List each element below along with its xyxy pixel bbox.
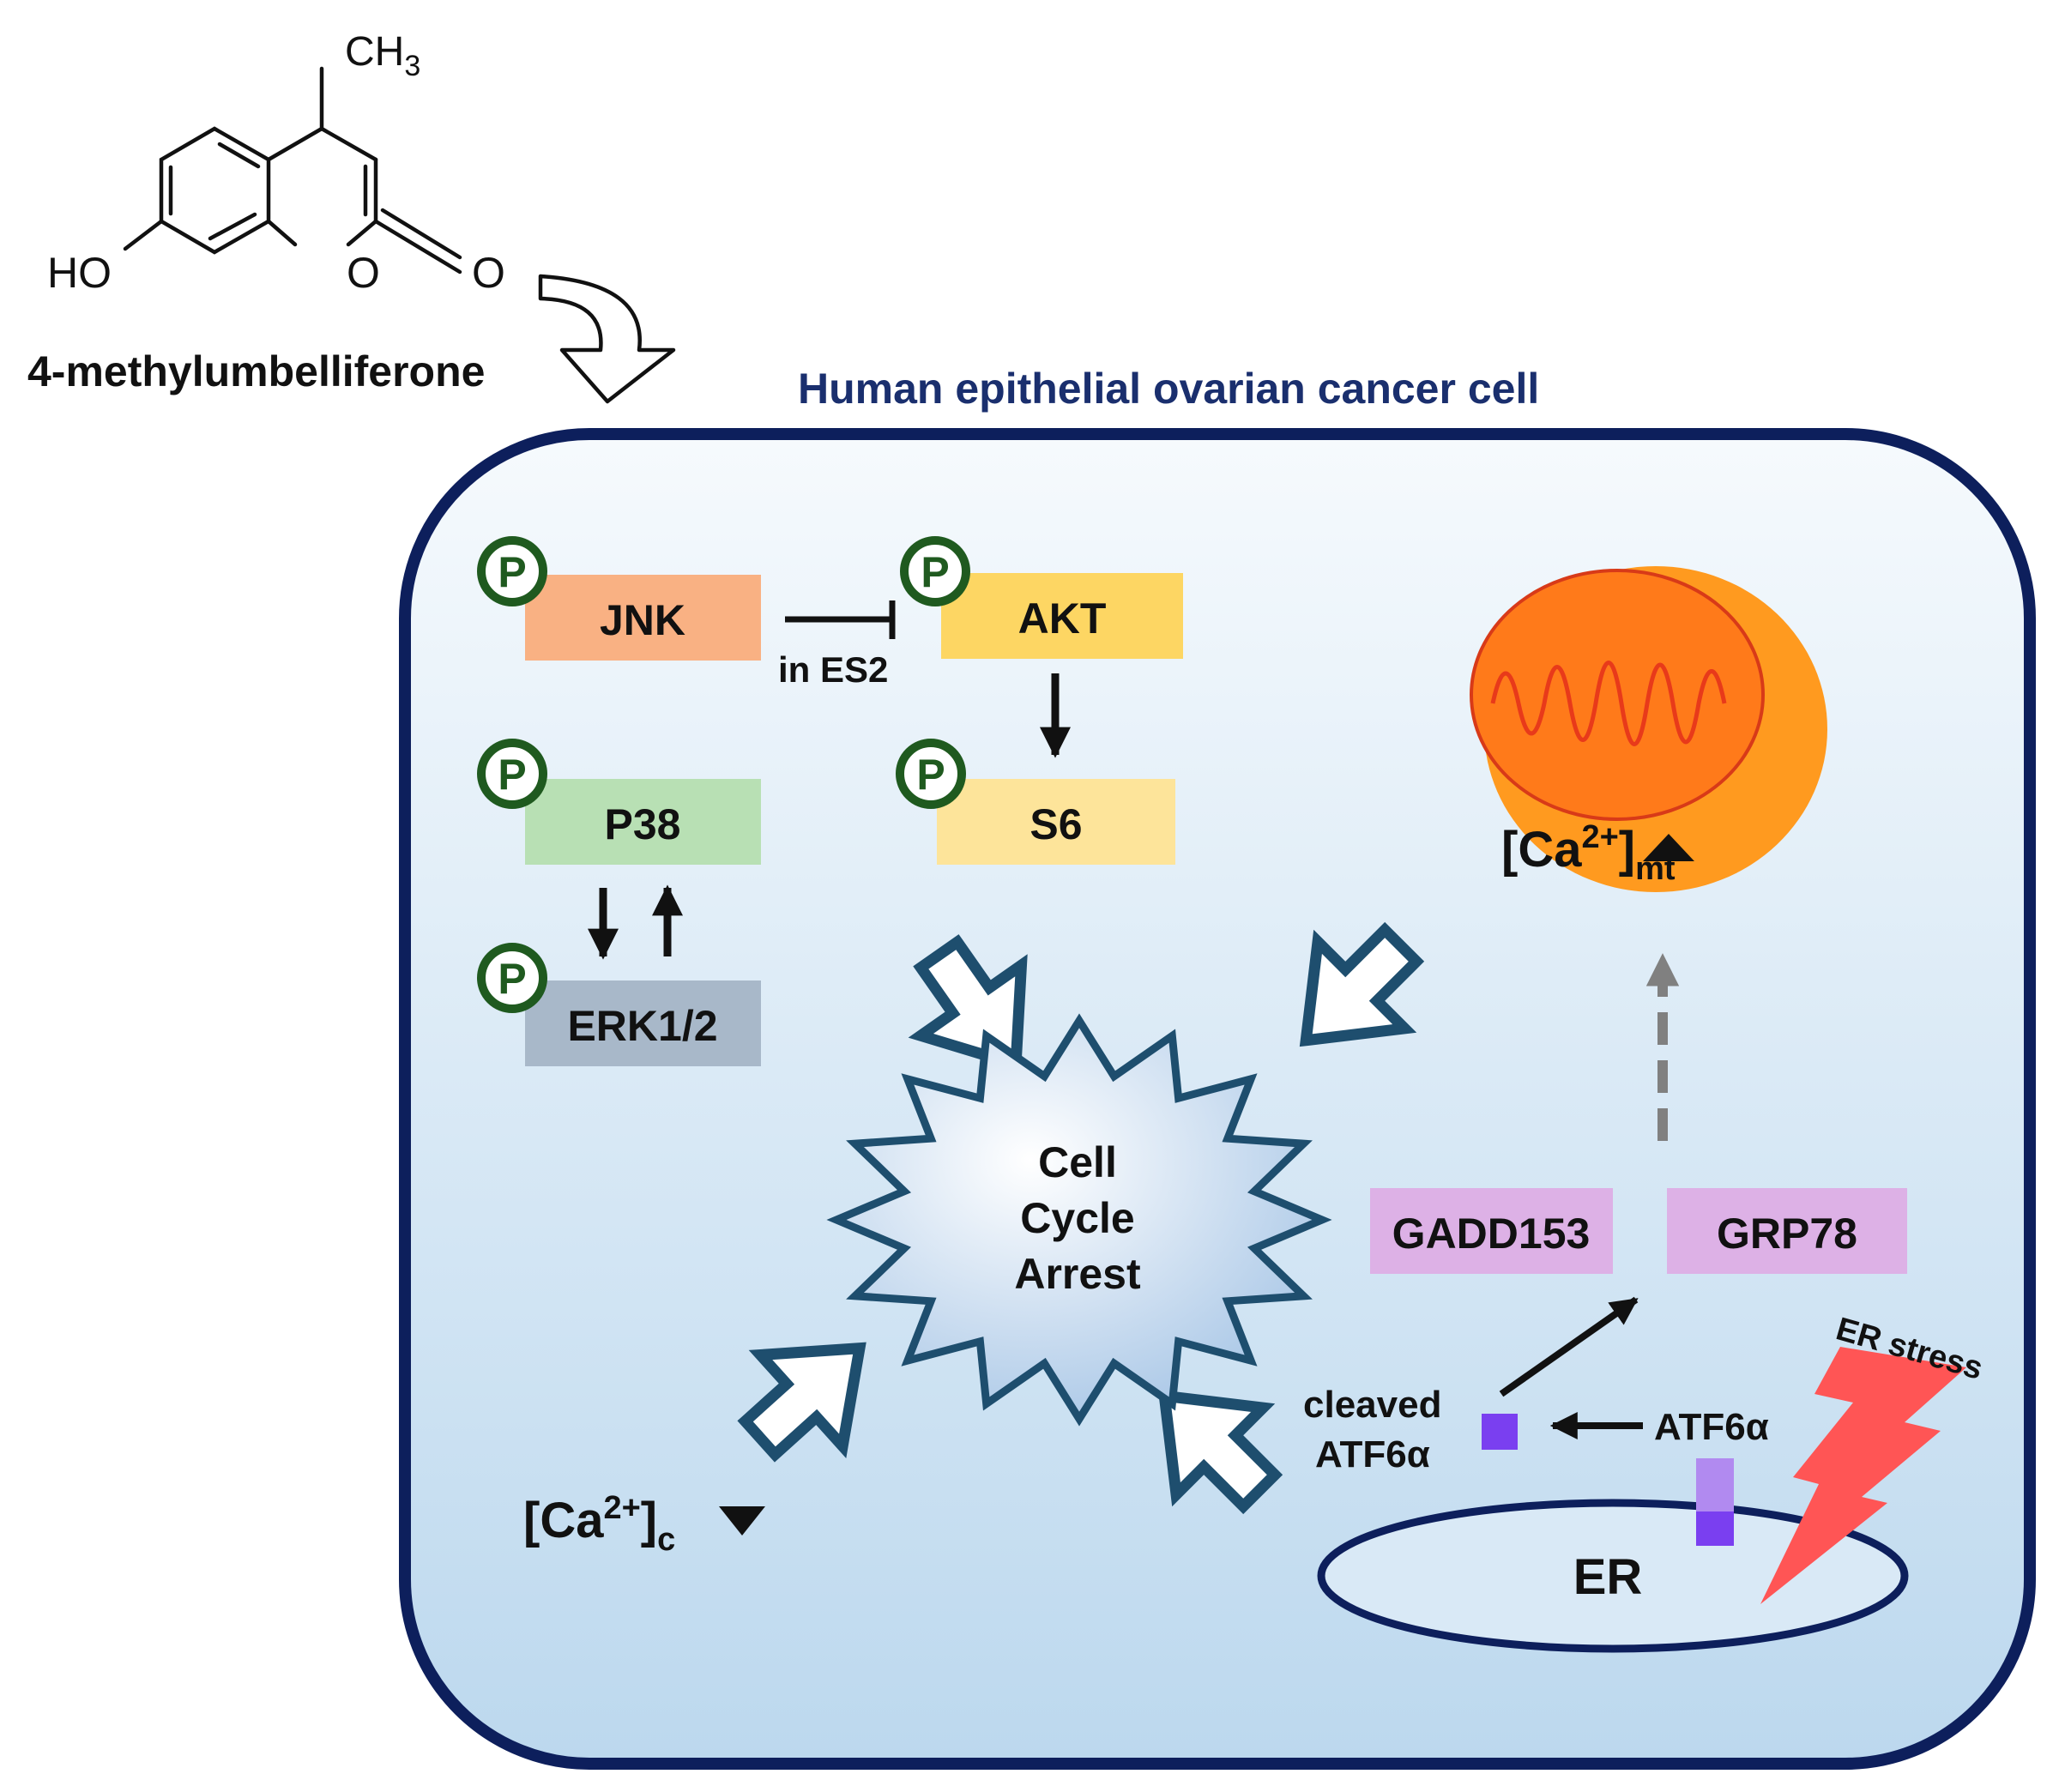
entry-arrow-icon xyxy=(538,274,676,404)
cleaved-atf6-to-targets-arrow xyxy=(1499,1296,1639,1397)
gadd153-node: GADD153 xyxy=(1370,1188,1613,1274)
er-stress-lightning-icon xyxy=(1760,1347,1966,1604)
methyl-group: CH3 xyxy=(345,29,420,82)
s6-node: S6 xyxy=(937,779,1175,865)
arrest-line-3: Arrest xyxy=(1014,1250,1141,1298)
atf6-transmembrane-icon xyxy=(1696,1511,1734,1546)
hollow-arrow-upper-left-icon xyxy=(908,934,1028,1072)
arrest-line-1: Cell xyxy=(1038,1138,1117,1186)
er-label: ER xyxy=(1573,1549,1643,1605)
grp78-label: GRP78 xyxy=(1717,1210,1857,1258)
jnk-akt-inhibition xyxy=(785,600,896,639)
svg-text:P: P xyxy=(498,955,526,1003)
jnk-label: JNK xyxy=(600,596,685,644)
grp78-node: GRP78 xyxy=(1667,1188,1907,1274)
cleaved-atf6-fragment-icon xyxy=(1482,1414,1518,1450)
gadd153-label: GADD153 xyxy=(1392,1210,1591,1258)
erk-label: ERK1/2 xyxy=(567,1002,717,1050)
svg-text:P: P xyxy=(498,548,526,596)
calcium-increase-icon xyxy=(1643,834,1694,861)
cleaved-atf6-line-1: cleaved xyxy=(1303,1384,1441,1426)
phospho-p38-icon: P xyxy=(477,739,547,809)
p38-node: P38 xyxy=(525,779,761,865)
erk-node: ERK1/2 xyxy=(525,980,761,1066)
arrest-line-2: Cycle xyxy=(1020,1194,1134,1242)
hollow-arrow-lower-left-icon xyxy=(737,1342,866,1463)
er-organelle xyxy=(1317,1499,1909,1653)
cell-cycle-arrest-burst xyxy=(826,1013,1332,1427)
atf6-label: ATF6α xyxy=(1654,1406,1769,1448)
compound-name: 4-methylumbelliferone xyxy=(27,347,485,395)
atf6-protein-icon xyxy=(1696,1458,1734,1511)
jnk-node: JNK xyxy=(525,575,761,661)
phospho-jnk-icon: P xyxy=(477,536,547,606)
svg-text:P: P xyxy=(498,751,526,799)
s6-label: S6 xyxy=(1030,800,1082,848)
hydroxyl-label: HO xyxy=(47,249,112,297)
hollow-arrow-upper-right-icon xyxy=(1299,921,1425,1047)
akt-label: AKT xyxy=(1018,594,1107,643)
ring-oxygen-label: O xyxy=(347,249,380,297)
svg-text:P: P xyxy=(921,548,949,596)
phospho-akt-icon: P xyxy=(900,536,970,606)
hollow-arrow-lower-right-icon xyxy=(1157,1389,1283,1515)
mitochondrion-icon xyxy=(1470,566,1827,892)
chemical-structure xyxy=(123,66,462,275)
cytosolic-calcium-label: [Ca2+]c xyxy=(523,1490,675,1558)
cell-title: Human epithelial ovarian cancer cell xyxy=(798,365,1539,413)
calcium-decrease-icon xyxy=(719,1506,765,1536)
phospho-s6-icon: P xyxy=(896,739,966,809)
svg-text:P: P xyxy=(916,751,945,799)
p38-label: P38 xyxy=(605,800,681,848)
inhibition-note: in ES2 xyxy=(778,649,888,690)
akt-node: AKT xyxy=(941,573,1183,659)
cleaved-atf6-line-2: ATF6α xyxy=(1315,1433,1430,1475)
carbonyl-oxygen-label: O xyxy=(472,249,505,297)
phospho-erk-icon: P xyxy=(477,943,547,1013)
